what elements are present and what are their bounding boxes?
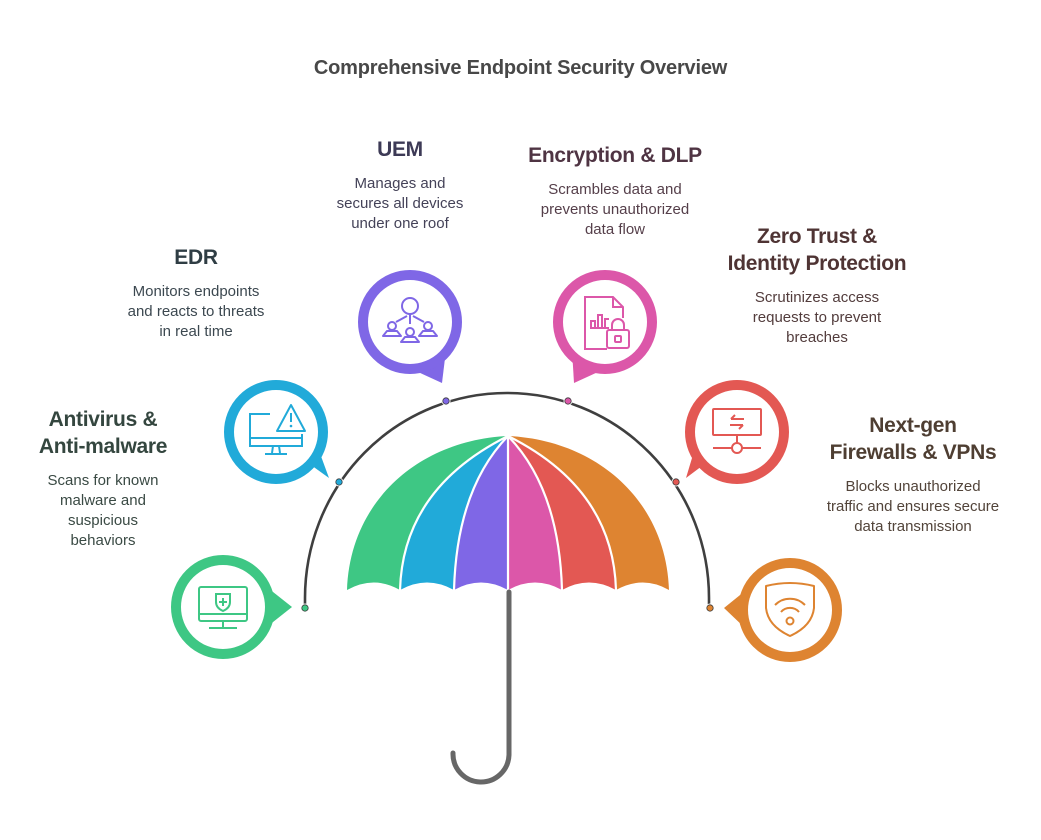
description-line: behaviors	[70, 532, 136, 549]
heading-line: Firewalls & VPNs	[829, 441, 997, 464]
canopy-panel-antivirus	[347, 436, 508, 590]
heading-line: Identity Protection	[727, 252, 907, 275]
item-description: Manages and secures all devices under on…	[310, 174, 490, 234]
item-heading: Antivirus & Anti-malware	[14, 406, 192, 460]
description-line: secures all devices	[336, 195, 464, 212]
bubble-ring	[685, 380, 789, 484]
description-line: requests to prevent	[752, 309, 882, 326]
bubble-ring	[224, 380, 328, 484]
page-title: Comprehensive Endpoint Security Overview	[313, 57, 728, 79]
description-line: data flow	[584, 221, 646, 238]
file-chart-lock-icon	[584, 296, 630, 350]
bubble-ring	[738, 558, 842, 662]
connector-dot-firewalls-vpns	[705, 603, 715, 613]
bubble-uem	[358, 270, 462, 383]
description-line: prevents unauthorized	[540, 201, 690, 218]
canopy-panel-edr	[400, 436, 508, 590]
item-description: Scans for known malware and suspicious b…	[14, 471, 192, 551]
description-line: in real time	[159, 323, 233, 340]
description-line: and reacts to threats	[127, 303, 265, 320]
heading-line: Anti-malware	[38, 435, 168, 458]
heading-line: Zero Trust &	[756, 225, 878, 248]
item-heading: Encryption & DLP	[505, 142, 725, 169]
item-heading: UEM	[310, 136, 490, 163]
description-line: breaches	[786, 329, 848, 346]
canopy-panel-encryption	[508, 436, 562, 590]
connector-dot-zero-trust	[671, 477, 681, 487]
bubble-ring	[171, 555, 275, 659]
canopy-panel-firewall	[508, 436, 669, 590]
description-line: Manages and	[354, 175, 446, 192]
bubble-firewalls-vpns	[724, 558, 842, 662]
description-line: data transmission	[854, 518, 972, 535]
heading-line: Antivirus &	[48, 408, 158, 431]
item-heading: Next-gen Firewalls & VPNs	[800, 412, 1026, 466]
item-heading: Zero Trust & Identity Protection	[708, 223, 926, 277]
description-line: malware and	[60, 492, 146, 509]
outer-arc	[303, 391, 711, 608]
description-line: traffic and ensures secure	[826, 498, 1000, 515]
item-description: Monitors endpoints and reacts to threats…	[96, 282, 296, 342]
item-description: Scrambles data and prevents unauthorized…	[505, 180, 725, 240]
connector-dot-encryption-dlp	[563, 396, 573, 406]
heading-line: UEM	[377, 138, 423, 161]
canopy-panel-zero-trust	[508, 436, 616, 590]
description-line: suspicious	[67, 512, 139, 529]
canopy-rib	[398, 435, 509, 591]
monitor-transfer-icon	[712, 408, 762, 454]
item-antivirus: Antivirus & Anti-malware Scans for known…	[14, 406, 192, 551]
network-users-icon	[382, 297, 438, 343]
canopy-rib	[507, 435, 618, 591]
bubble-zero-trust	[685, 380, 789, 484]
description-line: under one roof	[351, 215, 449, 232]
item-description: Blocks unauthorized traffic and ensures …	[800, 477, 1026, 537]
item-edr: EDR Monitors endpoints and reacts to thr…	[96, 244, 296, 342]
connector-dot-antivirus	[300, 603, 310, 613]
monitor-warning-icon	[249, 404, 306, 455]
heading-line: Next-gen	[869, 414, 957, 437]
canopy-rib	[452, 435, 509, 591]
canopy-panel-uem	[454, 436, 508, 590]
heading-line: Encryption & DLP	[528, 144, 702, 167]
bubble-edr	[224, 380, 329, 484]
description-line: Scrambles data and	[548, 181, 682, 198]
heading-line: EDR	[174, 246, 218, 269]
description-line: Scrutinizes access	[754, 289, 880, 306]
umbrella-handle	[450, 589, 512, 785]
umbrella-canopy	[347, 435, 669, 591]
item-encryption-dlp: Encryption & DLP Scrambles data and prev…	[505, 142, 725, 240]
item-heading: EDR	[96, 244, 296, 271]
canopy-rib	[507, 435, 564, 591]
connector-dot-uem	[441, 396, 451, 406]
bubble-antivirus	[171, 555, 292, 659]
shield-wifi-icon	[765, 582, 815, 637]
connector-dot-edr	[334, 477, 344, 487]
bubble-encryption-dlp	[553, 270, 657, 383]
monitor-shield-plus-icon	[198, 586, 248, 629]
item-uem: UEM Manages and secures all devices unde…	[310, 136, 490, 234]
description-line: Scans for known	[47, 472, 159, 489]
description-line: Blocks unauthorized	[845, 478, 981, 495]
description-line: Monitors endpoints	[132, 283, 260, 300]
item-firewalls-vpns: Next-gen Firewalls & VPNs Blocks unautho…	[800, 412, 1026, 537]
item-zero-trust: Zero Trust & Identity Protection Scrutin…	[708, 223, 926, 348]
item-description: Scrutinizes access requests to prevent b…	[708, 288, 926, 348]
